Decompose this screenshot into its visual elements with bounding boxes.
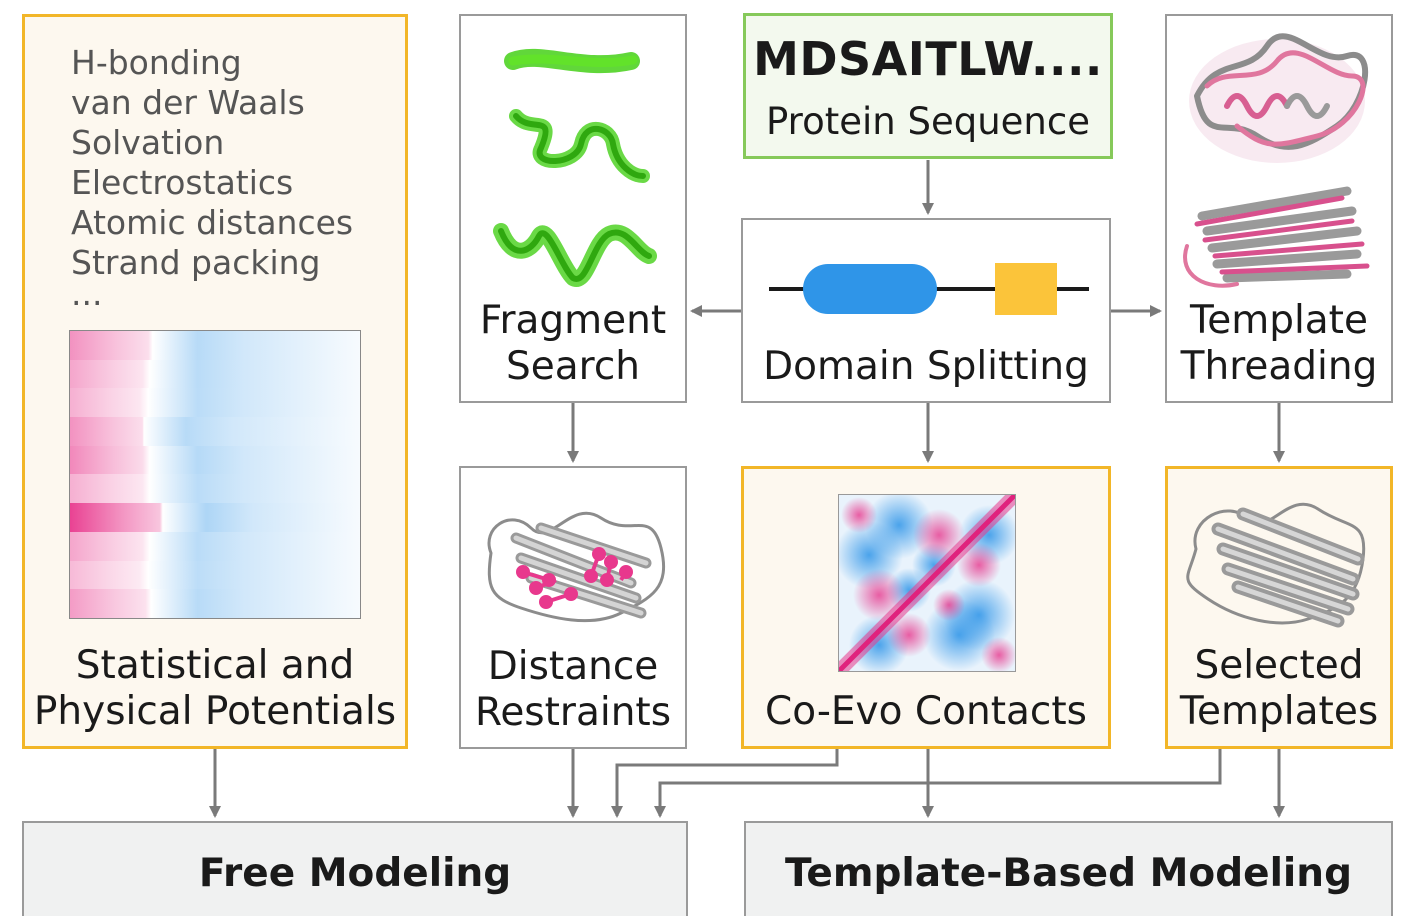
- potential-term: van der Waals: [71, 83, 305, 122]
- fragment-search-panel: Fragment Search: [459, 14, 687, 403]
- template-threading-panel: Template Threading: [1165, 14, 1393, 403]
- heatmap-row: [70, 359, 360, 389]
- potential-term: Electrostatics: [71, 163, 294, 202]
- arrow-coevo-to-free: [611, 749, 839, 818]
- domain-splitting-panel: Domain Splitting: [741, 218, 1111, 403]
- selected-templates-label: Selected Templates: [1179, 643, 1379, 734]
- coevo-contacts-panel: Co-Evo Contacts: [741, 466, 1111, 749]
- heatmap-row: [70, 560, 360, 590]
- template-based-modeling-box: Template-Based Modeling: [744, 821, 1393, 916]
- fragment-structures-image: [493, 48, 657, 287]
- free-modeling-label: Free Modeling: [198, 851, 512, 896]
- heatmap-row: [70, 531, 360, 561]
- potential-term: Atomic distances: [71, 203, 354, 242]
- heatmap-row: [70, 474, 360, 504]
- protein-sequence-box: MDSAITLW.... Protein Sequence: [743, 13, 1113, 159]
- potential-term: Strand packing: [71, 243, 321, 282]
- potential-term: Solvation: [71, 123, 225, 162]
- free-modeling-box: Free Modeling: [22, 821, 688, 916]
- selected-templates-panel: Selected Templates: [1165, 466, 1393, 749]
- heatmap-row: [70, 331, 360, 360]
- heatmap-row: [70, 417, 360, 446]
- heatmap-row: [70, 589, 360, 618]
- domain-splitting-label: Domain Splitting: [763, 344, 1089, 389]
- potentials-panel: H-bonding van der Waals Solvation Electr…: [22, 14, 408, 749]
- template-based-modeling-label: Template-Based Modeling: [785, 851, 1352, 896]
- heatmap-row: [70, 445, 360, 475]
- sequence-label: Protein Sequence: [766, 100, 1090, 143]
- potential-term: ...: [71, 274, 103, 313]
- template-threading-label: Template Threading: [1180, 298, 1378, 389]
- threading-structures-image: [1183, 33, 1370, 288]
- domain-2-shape: [995, 263, 1057, 315]
- contact-map-image: [839, 495, 1015, 671]
- contact-map: [838, 494, 1016, 672]
- domain-1-shape: [803, 264, 937, 314]
- potential-term: H-bonding: [71, 43, 242, 82]
- distance-restraints-label: Distance Restraints: [474, 644, 672, 735]
- coevo-contacts-label: Co-Evo Contacts: [765, 689, 1087, 734]
- restraints-structure-image: [487, 511, 666, 623]
- heatmap-row: [70, 503, 360, 532]
- potential-terms-list: H-bonding van der Waals Solvation Electr…: [71, 43, 354, 313]
- domain-diagram: [769, 263, 1089, 315]
- sequence-text: MDSAITLW....: [753, 32, 1103, 86]
- potential-heatmap: [69, 330, 361, 619]
- selected-template-structure-image: [1186, 502, 1366, 628]
- arrow-selected-to-free: [654, 749, 1222, 818]
- fragment-search-label: Fragment Search: [479, 298, 667, 389]
- heatmap-row: [70, 388, 360, 418]
- distance-restraints-panel: Distance Restraints: [459, 466, 687, 749]
- potentials-label: Statistical and Physical Potentials: [33, 643, 397, 734]
- restraint-links: [516, 547, 633, 609]
